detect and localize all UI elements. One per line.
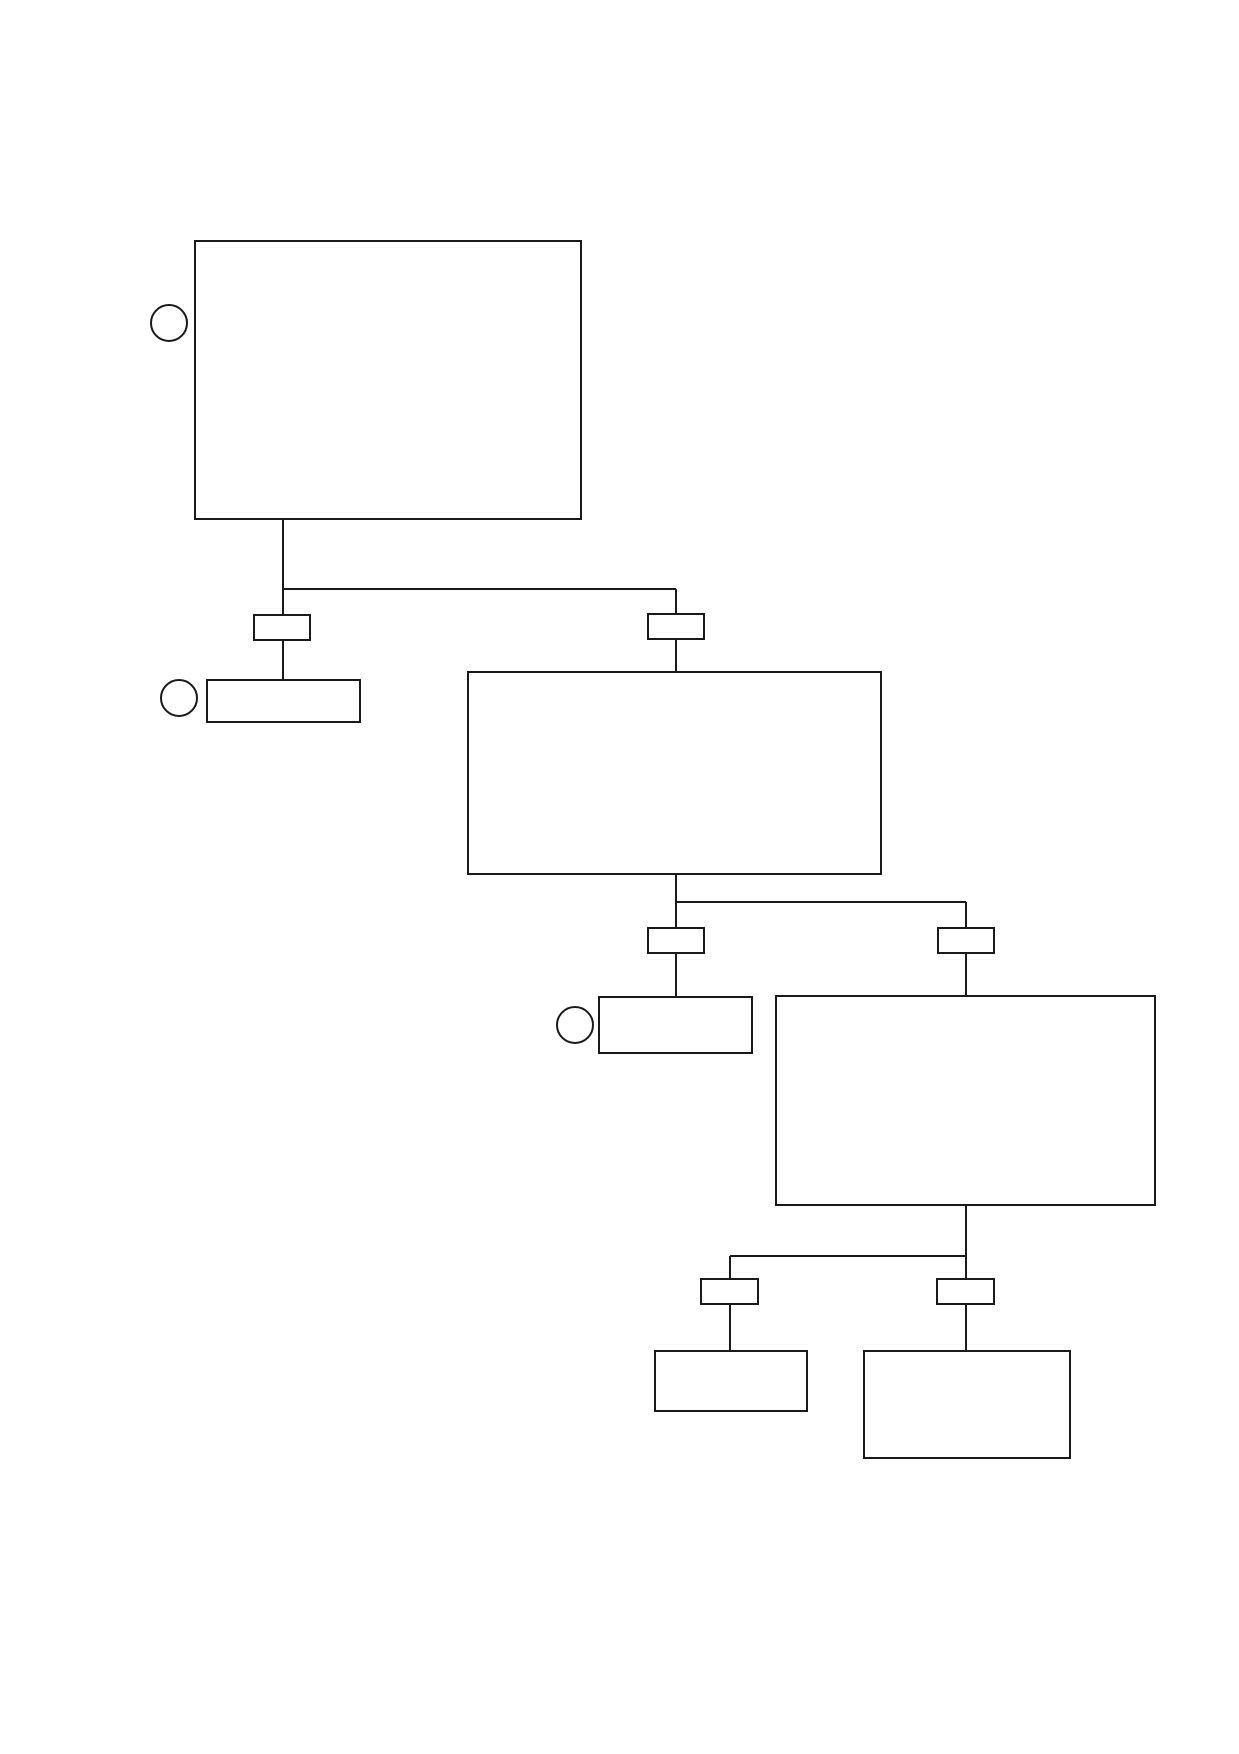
node-n6 <box>654 1350 808 1412</box>
node-n3 <box>467 671 882 875</box>
edge-label-n1-n2 <box>253 614 311 641</box>
edge-label-n5-n7 <box>936 1278 995 1305</box>
node-n5 <box>775 995 1156 1206</box>
node-n1 <box>194 240 582 520</box>
node-markers <box>150 304 594 1044</box>
edge-label-n3-n4 <box>647 927 705 954</box>
node-n2 <box>206 679 361 723</box>
edge-label-n3-n5 <box>937 927 995 954</box>
node-n7 <box>863 1350 1071 1459</box>
marker-n1-circle-icon <box>150 304 188 342</box>
edge-labels <box>253 613 995 1305</box>
edge-label-n1-n3 <box>647 613 705 640</box>
node-n4 <box>598 996 753 1054</box>
edge-label-n5-n6 <box>700 1278 759 1305</box>
connectors <box>282 519 967 1351</box>
marker-n4-circle-icon <box>556 1006 594 1044</box>
nodes <box>194 240 1156 1459</box>
marker-n2-circle-icon <box>160 679 198 717</box>
